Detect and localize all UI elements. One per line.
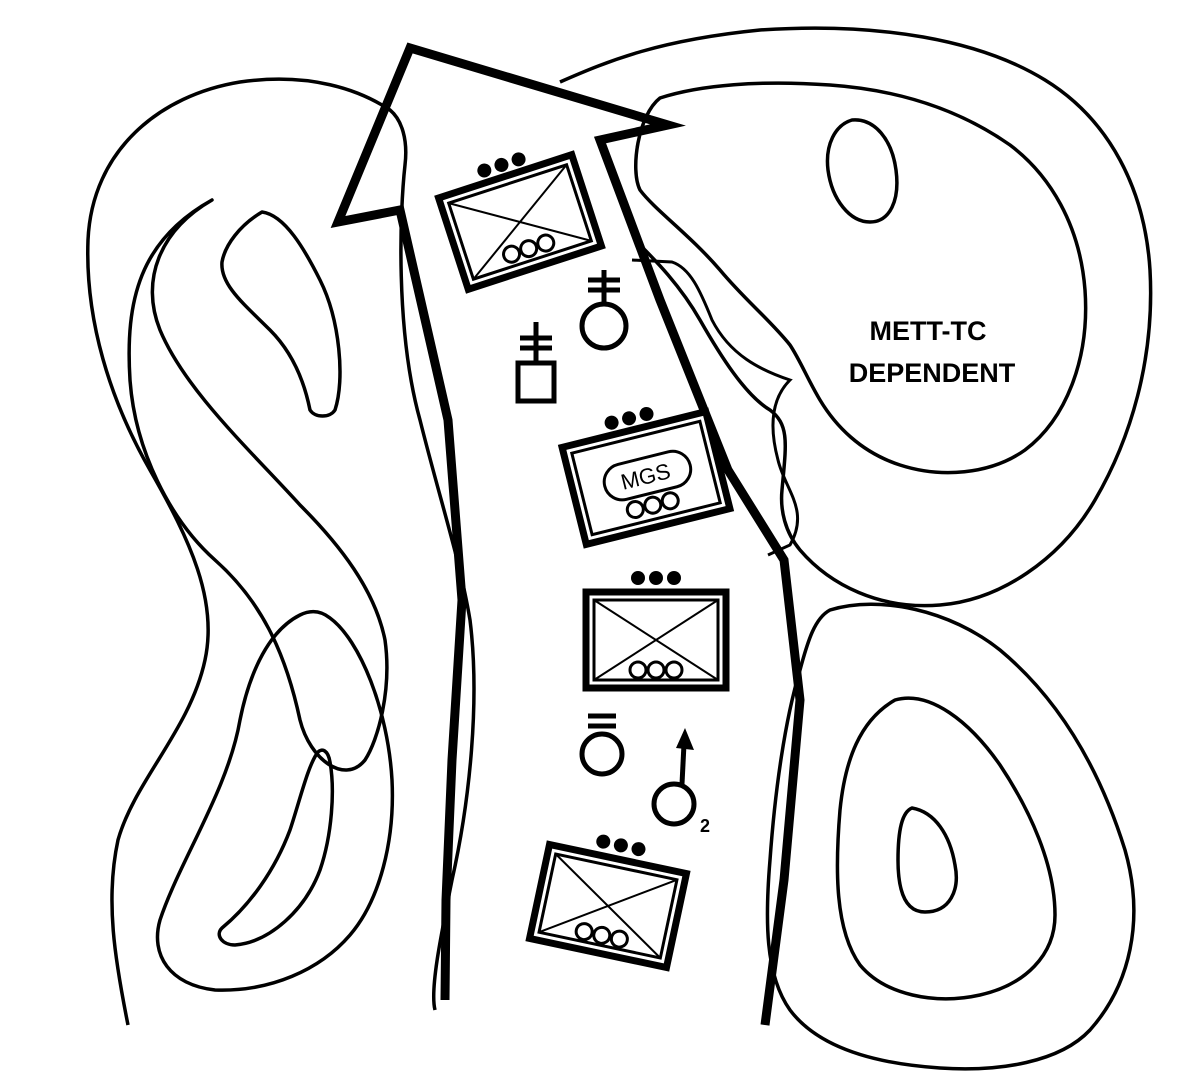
unit-inner-frame [569, 419, 723, 537]
platoon-echelon-dot [477, 163, 492, 178]
unit-inner-frame [446, 162, 594, 282]
unit-inner-frame [537, 852, 679, 960]
terrain-contours [86, 26, 1153, 1071]
callout-brace [631, 258, 800, 557]
mgs-oval [602, 449, 693, 502]
right-upper-peak [825, 118, 899, 224]
right-lower-contour-outer [765, 602, 1136, 1071]
platoon-echelon-dot [494, 157, 509, 172]
wheel-icon [628, 660, 648, 680]
wheel-icon [660, 491, 680, 511]
subscript-label: 2 [700, 816, 710, 836]
right-upper-contour-outer [559, 26, 1153, 608]
platoon-echelon-dot [622, 411, 637, 426]
wheel-icon [502, 244, 522, 264]
wheel-icon [519, 239, 539, 259]
move-arrow-circle-icon: 2 [651, 728, 710, 836]
platoon-echelon-dot [613, 838, 628, 853]
infantry-cross-line [593, 599, 719, 681]
wheel-icon [625, 500, 645, 520]
left-lower-peak [217, 748, 335, 947]
platoon-echelon-dot [667, 571, 681, 585]
platoon-echelon-dot [604, 415, 619, 430]
platoon-echelon-dot [639, 406, 654, 421]
wheel-icon [643, 495, 663, 515]
left-upper-contour [127, 198, 389, 772]
wheel-icon [592, 925, 612, 945]
platoon-echelon-dot [596, 834, 611, 849]
platoon-echelon-dot [631, 842, 646, 857]
recon-sensor-square-icon [515, 322, 557, 404]
left-upper-peak [220, 210, 342, 418]
callout-label-line1: METT-TC [870, 316, 987, 346]
wheel-icon [646, 660, 666, 680]
left-hill-contour-outer [86, 77, 476, 1026]
axis-of-advance-arrow [330, 42, 805, 1026]
unit-mgs-platoon: MGS [557, 406, 735, 549]
route-arrow-outline [330, 42, 805, 1026]
infantry-cross-line [472, 164, 568, 280]
unit-inner-frame [592, 598, 720, 682]
callout-label-line2: DEPENDENT [849, 358, 1016, 388]
unit-infantry-platoon-middle [582, 571, 730, 692]
right-lower-peak [896, 806, 958, 914]
unit-infantry-platoon-lead [434, 150, 606, 294]
wheel-icon [664, 660, 684, 680]
platoon-echelon-dot [511, 152, 526, 167]
wheel-icon [609, 929, 629, 949]
platoon-echelon-dot [649, 571, 663, 585]
support-circle-icon [579, 713, 625, 777]
wheel-icon [574, 922, 594, 942]
wheel-icon [536, 233, 556, 253]
right-lower-contour-inner [835, 696, 1057, 1001]
arrowhead [676, 728, 694, 750]
infantry-cross-line [538, 878, 678, 934]
left-lower-contour [155, 609, 395, 992]
platoon-echelon-dot [631, 571, 645, 585]
recon-sensor-circle-icon [579, 270, 629, 351]
right-upper-contour-inner [634, 81, 1088, 475]
unit-infantry-platoon-rear [525, 834, 691, 972]
